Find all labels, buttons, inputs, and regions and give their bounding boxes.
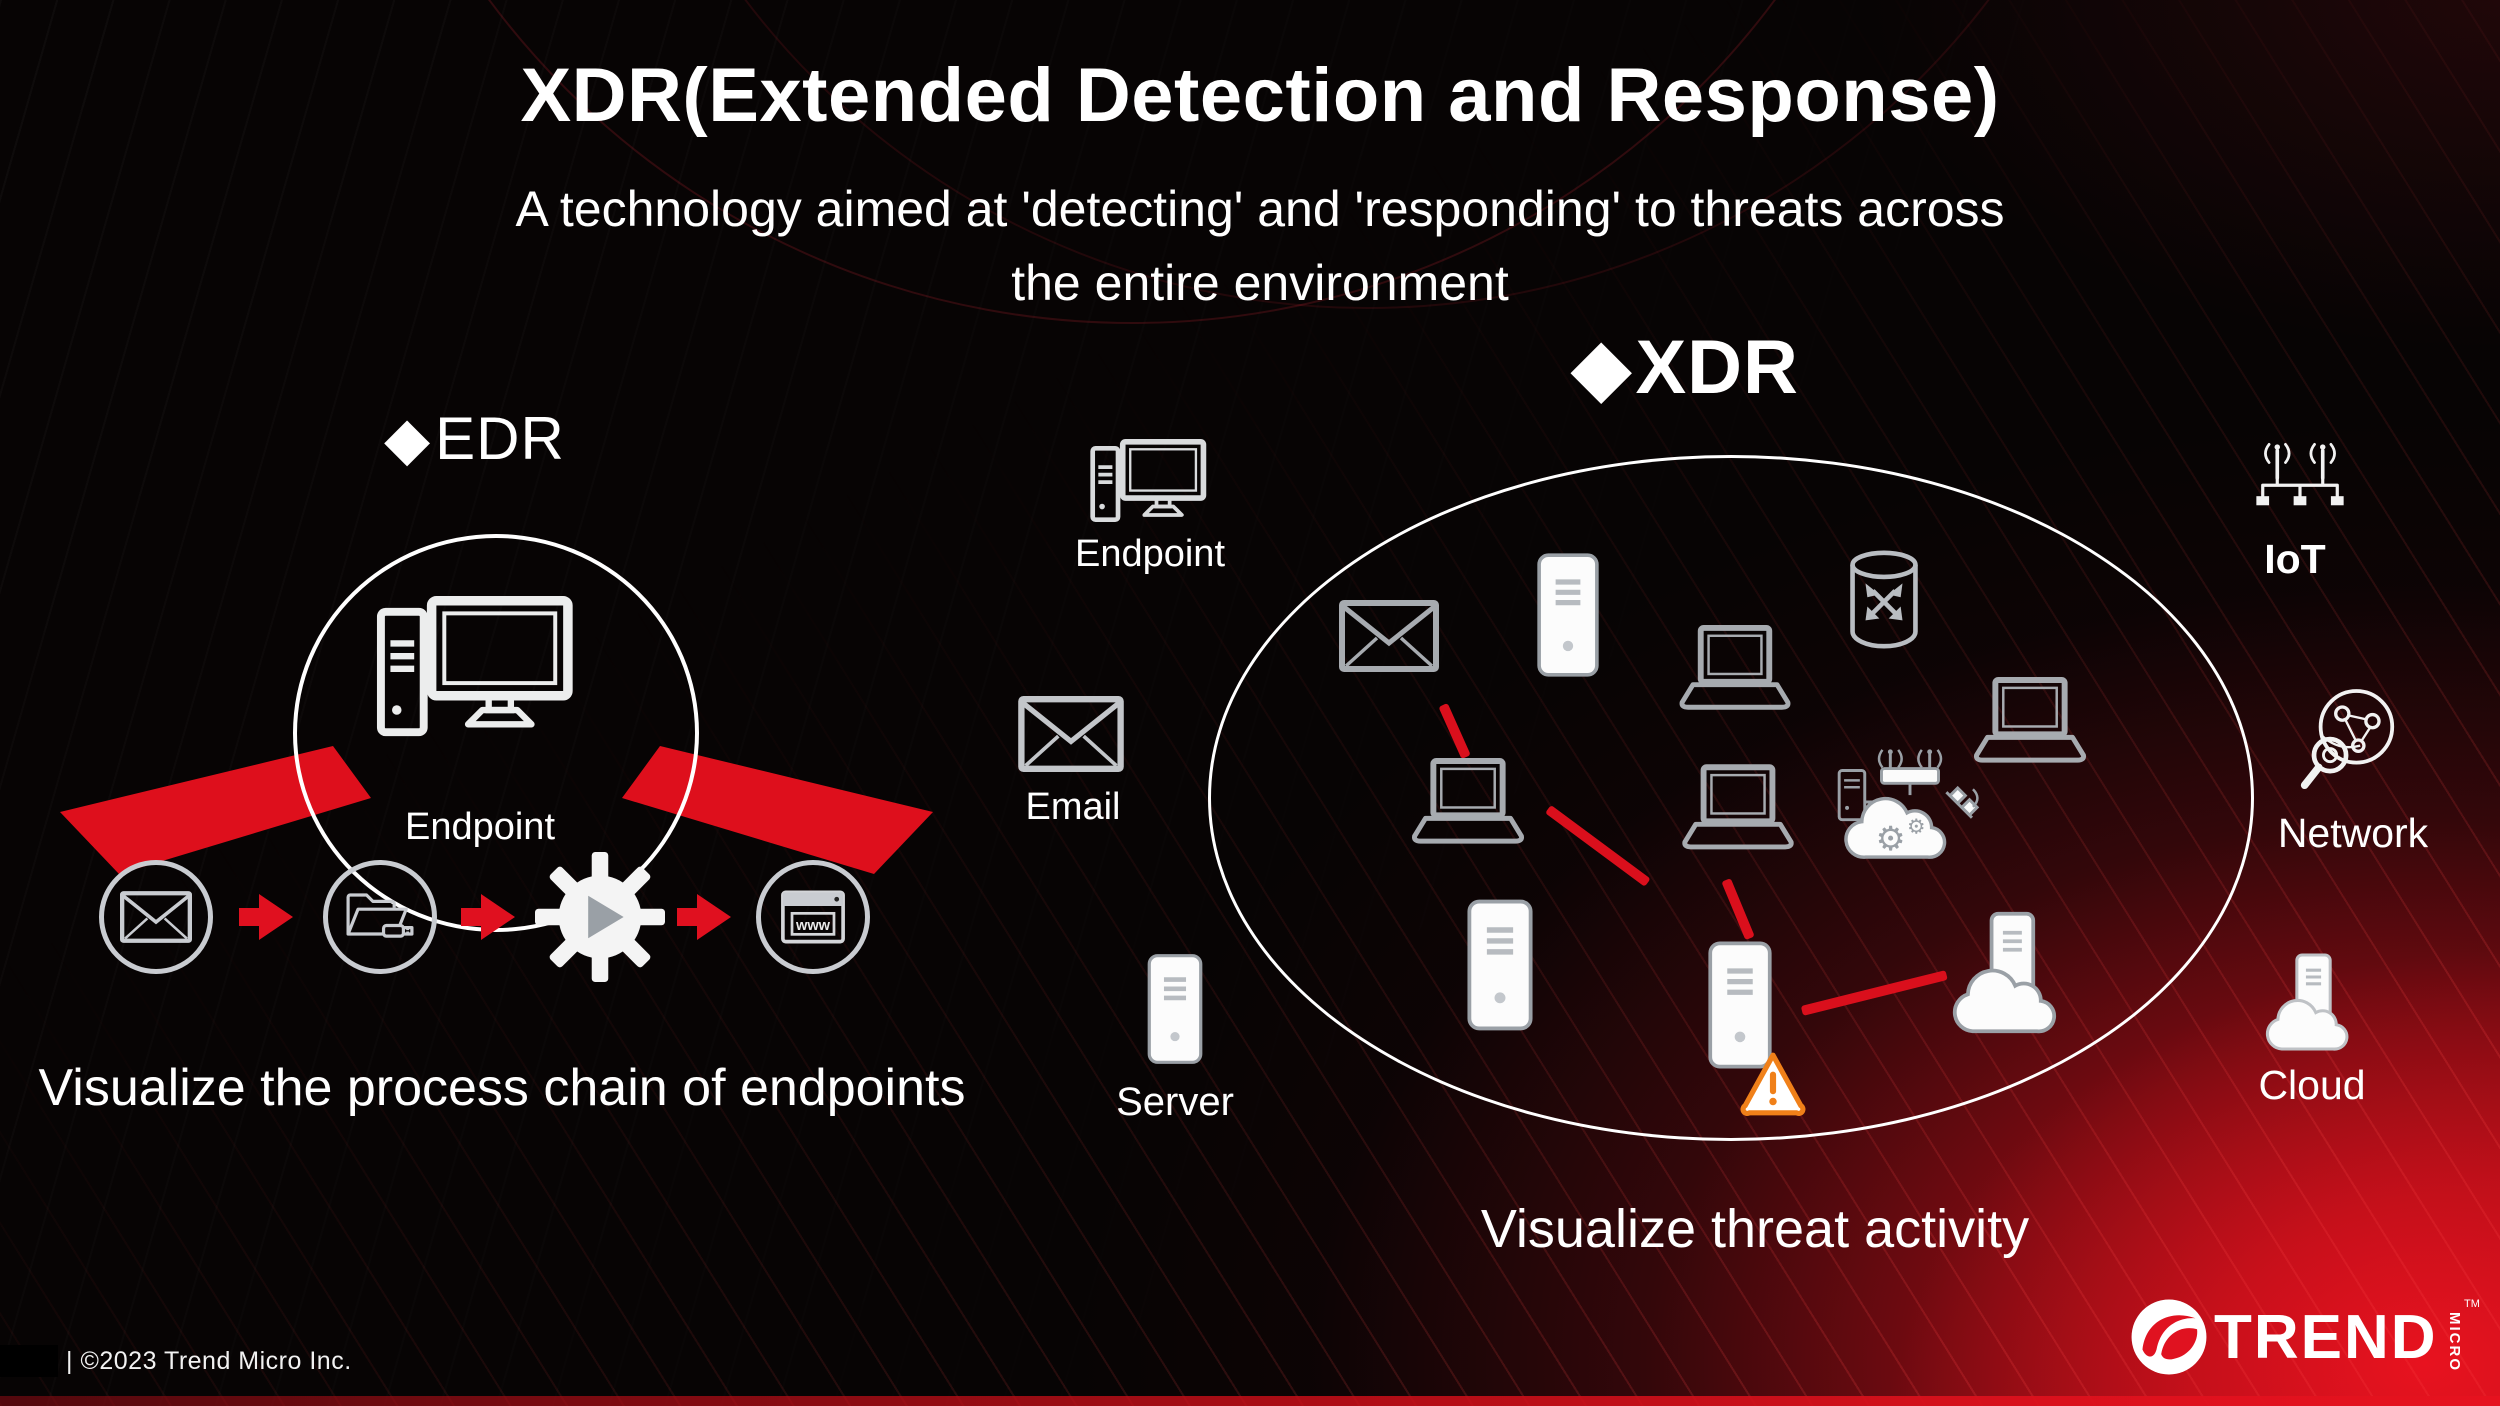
- right-source-cloud-label: Cloud: [2258, 1062, 2366, 1108]
- desktop-computer-icon: [376, 595, 573, 737]
- envelope-icon: [1018, 696, 1124, 772]
- warning-triangle-icon: [1740, 1052, 1806, 1116]
- edr-heading-label: EDR: [435, 405, 565, 472]
- xdr-caption: Visualize threat activity: [1480, 1199, 2030, 1259]
- iot-antennas-icon: [2256, 443, 2344, 506]
- chain-web-node: www: [756, 860, 870, 974]
- diamond-icon: ◆: [1572, 325, 1632, 410]
- edr-heading: ◆EDR: [384, 404, 565, 474]
- bottom-red-bar: [0, 1396, 2500, 1406]
- trend-logo-text: TREND: [2214, 1303, 2438, 1372]
- gear-process-icon: [535, 852, 665, 982]
- edr-endpoint-label: Endpoint: [404, 806, 555, 848]
- www-text: www: [795, 918, 831, 934]
- subtitle-line-2: the entire environment: [1011, 255, 1509, 311]
- xdr-heading: ◆XDR: [1572, 322, 1799, 411]
- xdr-heading-label: XDR: [1635, 325, 1799, 410]
- server-tower-icon: [1708, 941, 1772, 1069]
- network-globe-magnifier-icon: [2300, 689, 2395, 789]
- cloud-server-icon: [2265, 953, 2349, 1051]
- trademark-symbol: TM: [2464, 1298, 2480, 1310]
- edr-caption: Visualize the process chain of endpoints: [38, 1059, 966, 1117]
- laptop-icon: [1679, 625, 1791, 710]
- envelope-icon: [1339, 600, 1439, 672]
- gear-icon: ⚙: [1876, 819, 1906, 858]
- page-title: XDR(Extended Detection and Response): [520, 53, 2000, 138]
- footer-redaction-box: [0, 1345, 58, 1377]
- xdr-ellipse: [1208, 455, 2254, 1141]
- subtitle-line-1: A technology aimed at 'detecting' and 'r…: [515, 181, 2005, 237]
- source-server-label: Server: [1116, 1080, 1234, 1124]
- right-source-network-label: Network: [2277, 810, 2429, 856]
- red-arrow-icon: [461, 894, 515, 940]
- page-subtitle: A technology aimed at 'detecting' and 'r…: [160, 172, 2360, 320]
- red-arrow-icon: [677, 894, 731, 940]
- chain-file-node: [323, 860, 437, 974]
- server-tower-icon: [1467, 899, 1533, 1031]
- footer-copyright: | ©2023 Trend Micro Inc.: [66, 1347, 352, 1375]
- gear-icon: ⚙: [1907, 814, 1926, 838]
- source-endpoint-label: Endpoint: [1074, 533, 1225, 575]
- play-icon: [588, 895, 624, 939]
- micro-logo-text: MICRO: [2446, 1312, 2463, 1372]
- desktop-computer-icon: [1090, 438, 1207, 523]
- laptop-icon: [1682, 764, 1794, 850]
- folder-usb-icon: [346, 893, 414, 938]
- laptop-icon: [1411, 758, 1525, 844]
- server-tower-icon: [1537, 553, 1599, 677]
- server-tower-icon: [1147, 954, 1203, 1064]
- database-sync-icon: [1850, 550, 1918, 649]
- trend-micro-ball-logo-icon: [2131, 1299, 2207, 1375]
- chain-email-node: [99, 860, 213, 974]
- source-email-label: Email: [1025, 786, 1121, 828]
- browser-www-icon: www: [781, 890, 845, 944]
- email-icon: [120, 891, 192, 943]
- red-arrow-icon: [239, 894, 293, 940]
- diamond-icon: ◆: [384, 405, 432, 472]
- right-source-iot-label: IoT: [2264, 536, 2326, 582]
- cloud-server-icon: [1952, 911, 2057, 1034]
- iot-cloud-gears-icon: ⚙ ⚙: [1837, 749, 1980, 859]
- laptop-icon: [1973, 677, 2087, 763]
